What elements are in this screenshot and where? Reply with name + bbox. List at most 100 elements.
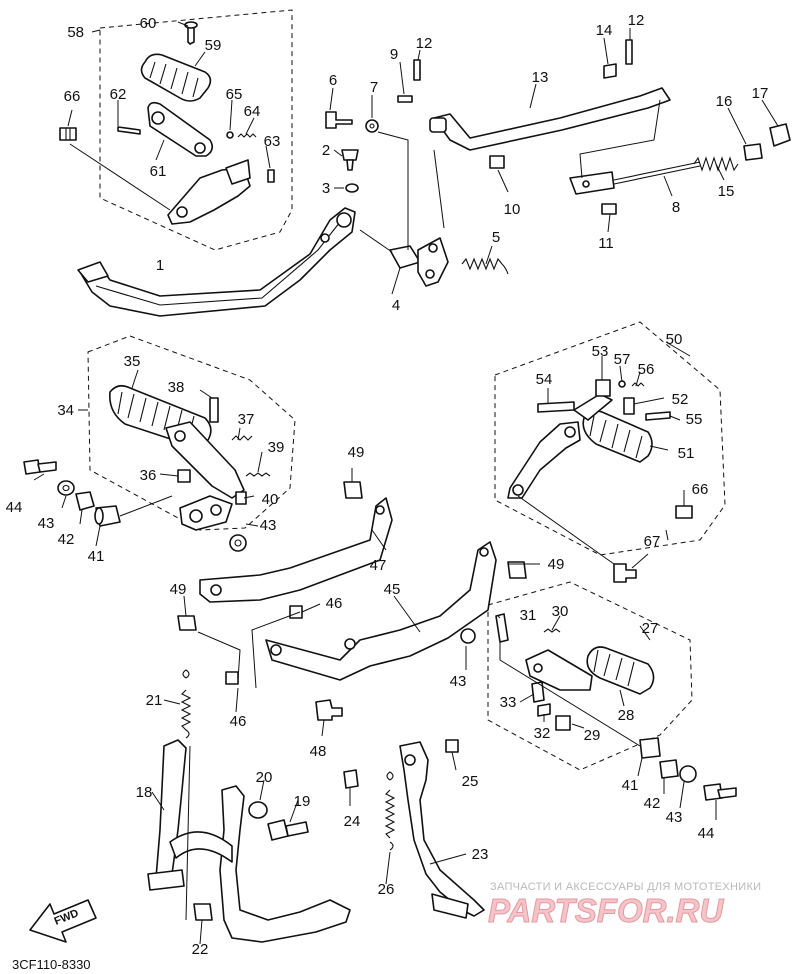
fwd-arrow-icon: FWD [29,899,97,943]
callout-29: 29 [584,727,601,744]
callout-25: 25 [462,773,479,790]
callout-57: 57 [614,351,631,368]
callout-1: 1 [156,257,164,274]
callout-50: 50 [666,331,683,348]
callout-47: 47 [370,557,387,574]
bolt-66-upper [59,127,77,141]
callout-42a: 42 [58,531,75,548]
callout-32: 32 [534,725,551,742]
spring-21 [180,669,192,739]
callout-67: 67 [644,533,661,550]
footrest-stay-50 [507,421,581,499]
drawing-code: 3CF110-8330 [12,957,91,972]
callout-66a: 66 [64,88,81,105]
callout-43d: 43 [666,809,683,826]
footrest-holder-34 [179,495,233,531]
callout-21: 21 [146,692,163,709]
brake-shaft-4 [389,237,449,287]
adjusting-nut-16 [743,143,763,161]
callout-4: 4 [392,297,400,314]
callout-49a: 49 [348,444,365,461]
brake-pedal-tip [77,261,109,283]
callout-44a: 44 [6,499,23,516]
footrest-rubber-59 [140,53,212,102]
callout-27: 27 [642,620,659,637]
washer-65 [226,131,234,139]
washer-20 [248,801,268,819]
callout-labels: 58 60 59 66 62 65 64 63 61 6 7 2 3 1 4 5… [6,12,769,958]
callout-35: 35 [124,353,141,370]
washer-43-right [679,765,697,783]
callout-48: 48 [310,743,327,760]
bolt-19 [267,819,309,841]
brake-rod-8 [613,161,701,181]
main-stand-18 [147,739,351,943]
callout-49c: 49 [170,581,187,598]
callout-3: 3 [322,180,330,197]
callout-43a: 43 [38,515,55,532]
callout-13: 13 [532,69,549,86]
callout-40: 40 [262,491,279,508]
pin-38 [209,397,219,423]
callout-56: 56 [638,361,655,378]
callout-60: 60 [140,15,157,32]
callout-37: 37 [238,411,255,428]
callout-43b: 43 [260,517,277,534]
footrest-bracket-61 [147,101,214,157]
cotter-pin-12a [413,59,421,81]
callout-12a: 12 [416,35,433,52]
pin-40 [235,491,247,505]
callout-15: 15 [718,183,735,200]
footrest-bar-45 [265,541,497,681]
callout-12b: 12 [628,12,645,29]
callout-58: 58 [67,24,84,41]
callout-31: 31 [520,607,537,624]
bolt-44-right [703,783,737,801]
washer-43-mid [229,534,247,552]
side-stand-23 [399,741,485,919]
callout-34: 34 [57,402,74,419]
callout-45: 45 [384,581,401,598]
pin-31 [495,613,509,643]
joint-17 [769,123,791,147]
callout-38: 38 [168,379,185,396]
washer-7 [365,119,379,133]
callout-52: 52 [672,391,689,408]
callout-24: 24 [344,813,361,830]
callout-42b: 42 [644,795,661,812]
callout-11: 11 [598,235,614,252]
damper-22 [193,903,213,921]
spring-64 [237,133,257,138]
callout-46b: 46 [230,713,247,730]
callout-5: 5 [492,229,500,246]
screw-52 [623,397,635,415]
pin-33 [531,681,545,703]
callout-55: 55 [686,411,703,428]
damper-49-left [177,615,197,631]
brake-rod-13 [429,87,671,151]
damper-49-right [507,561,527,579]
assembly-box-34 [87,335,296,531]
callout-44b: 44 [698,825,715,842]
callout-20: 20 [256,769,273,786]
watermark-logo: PARTSFOR.RU [488,892,724,929]
callout-18: 18 [136,784,153,801]
damper-29 [555,715,571,731]
callout-43c: 43 [450,673,467,690]
bolt-2 [341,149,359,171]
bolt-67 [613,563,637,583]
callout-19: 19 [294,793,311,810]
callout-66b: 66 [692,481,709,498]
damper-49-top [343,481,363,499]
callout-17: 17 [752,85,769,102]
callout-33: 33 [500,694,517,711]
nut-25 [445,739,459,753]
callout-39: 39 [268,439,285,456]
callout-49b: 49 [548,556,565,573]
callout-14: 14 [596,22,613,39]
footrest-bar-47 [199,497,393,603]
brake-pedal-1 [79,207,356,317]
callout-61: 61 [150,163,167,180]
spring-26 [384,771,396,851]
